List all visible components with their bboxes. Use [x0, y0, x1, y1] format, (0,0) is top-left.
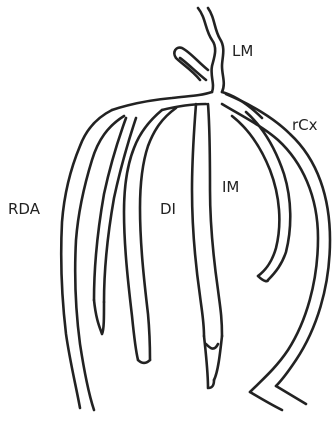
left-main-artery	[174, 8, 223, 92]
di-branch	[124, 108, 176, 363]
di-label: DI	[160, 200, 176, 218]
rda-branch	[61, 110, 136, 410]
im-branch	[192, 104, 222, 388]
lm-label: LM	[232, 42, 253, 60]
rcx-label: rCx	[292, 116, 318, 134]
im-label: IM	[222, 178, 239, 196]
rcx-branch	[222, 94, 330, 410]
rda-label: RDA	[8, 200, 41, 218]
